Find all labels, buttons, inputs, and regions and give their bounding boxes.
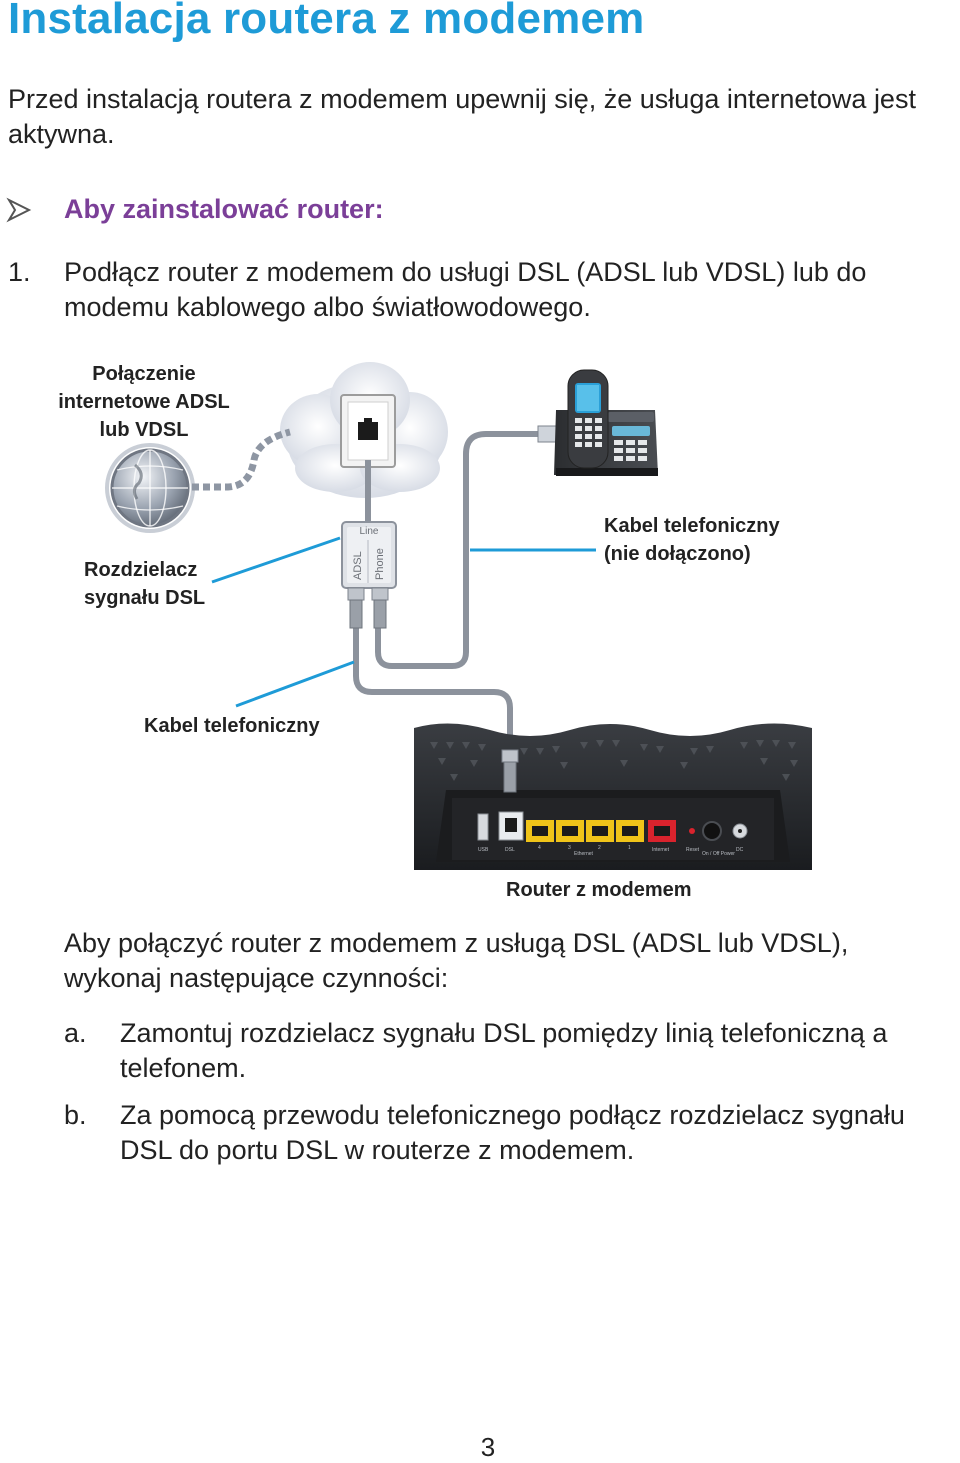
port-label-1: 1	[628, 845, 631, 851]
arrow-bullet-icon	[6, 197, 32, 222]
leader-line-cable	[235, 660, 355, 708]
label-router: Router z modemem	[506, 879, 692, 901]
port-label-reset: Reset	[686, 847, 700, 853]
step-text: Podłącz router z modemem do usługi DSL (…	[64, 257, 867, 322]
port-label-4: 4	[538, 845, 541, 851]
port-label-internet: Internet	[652, 847, 670, 853]
globe-icon	[105, 443, 195, 533]
step-1: 1. Podłącz router z modemem do usługi DS…	[8, 255, 958, 327]
substep-text: Za pomocą przewodu telefonicznego podłąc…	[120, 1100, 905, 1165]
port-label-ethernet: Ethernet	[574, 851, 594, 857]
wall-jack-icon	[340, 394, 396, 468]
task-heading: Aby zainstalować router:	[6, 194, 384, 225]
substep-letter: a.	[64, 1018, 87, 1048]
substep-a: a. Zamontuj rozdzielacz sygnału DSL pomi…	[64, 1016, 954, 1088]
substep-letter: b.	[64, 1100, 87, 1130]
step-number: 1.	[8, 257, 31, 287]
label-internet-connection: Połączenie internetowe ADSL lub VDSL	[58, 363, 230, 441]
dsl-splitter-icon: Line ADSL Phone	[341, 521, 397, 629]
port-label-power: On / Off Power	[702, 851, 735, 857]
splitter-adsl-label: ADSL	[352, 551, 364, 580]
connect-paragraph: Aby połączyć router z modemem z usługą D…	[64, 928, 849, 993]
splitter-phone-label: Phone	[374, 548, 386, 580]
internet-link-dashed	[192, 428, 291, 491]
dsl-plug-icon	[501, 749, 519, 793]
label-phone-cable-not-included: Kabel telefoniczny (nie dołączono)	[604, 515, 780, 565]
router-icon: USB DSL 4 3 2 1 Ethernet Internet Reset …	[414, 723, 812, 870]
label-dsl-splitter: Rozdzielacz sygnału DSL	[84, 559, 206, 609]
telephone-icon	[554, 369, 658, 476]
port-label-dc: DC	[736, 847, 744, 853]
page-title: Instalacja routera z modemem	[8, 0, 645, 43]
port-label-usb: USB	[478, 847, 489, 853]
port-label-dsl: DSL	[505, 847, 515, 853]
phone-cable	[375, 431, 540, 669]
task-heading-text: Aby zainstalować router:	[64, 194, 384, 224]
intro-paragraph: Przed instalacją routera z modemem upewn…	[8, 84, 916, 149]
splitter-line-label: Line	[360, 526, 379, 537]
dsl-cable	[353, 628, 513, 752]
port-label-3: 3	[568, 845, 571, 851]
substep-text: Zamontuj rozdzielacz sygnału DSL pomiędz…	[120, 1018, 888, 1083]
label-phone-cable: Kabel telefoniczny	[144, 715, 320, 737]
leader-line-splitter	[211, 536, 341, 584]
connection-diagram: Line ADSL Phone	[0, 350, 960, 910]
substep-b: b. Za pomocą przewodu telefonicznego pod…	[64, 1098, 954, 1170]
port-label-2: 2	[598, 845, 601, 851]
page-number: 3	[480, 1432, 496, 1462]
